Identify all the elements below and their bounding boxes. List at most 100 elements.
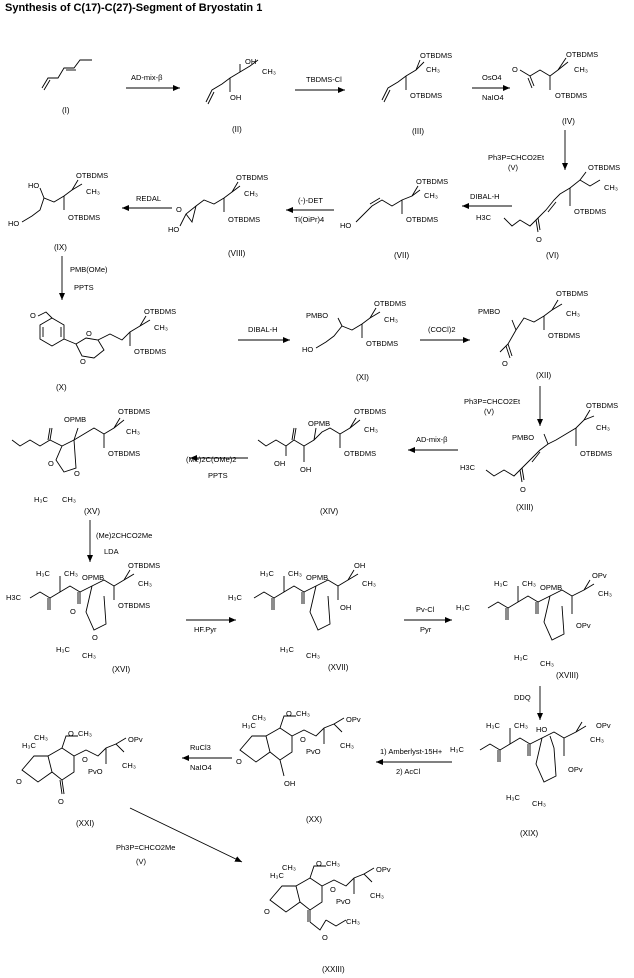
group-XV-o1: O: [48, 459, 54, 468]
group-III-otbdms2: OTBDMS: [410, 91, 442, 100]
compound-XI: PMBO HO OTBDMS OTBDMS CH₃ (XI): [302, 299, 406, 382]
label-IV: (IV): [562, 117, 575, 126]
label-XXIII: (XXIII): [322, 965, 345, 974]
reagent-pvcl: Pv-Cl: [416, 605, 435, 614]
svg-text:CH₃: CH₃: [86, 187, 100, 196]
group-XXIII-pvo: PvO: [336, 897, 351, 906]
group-VII-otbdms2: OTBDMS: [406, 215, 438, 224]
label-XI: (XI): [356, 373, 369, 382]
svg-text:CH₃: CH₃: [82, 651, 96, 660]
group-XIV-oh1: OH: [274, 459, 285, 468]
group-XVII-oh2: OH: [340, 603, 351, 612]
reagent-accl: 2) AcCl: [396, 767, 421, 776]
group-XXIII-opv: OPv: [376, 865, 391, 874]
compound-XXIII: O H₃C CH₃ O CH₃ O O CH₃ OPv PvO CH₃ (XXI…: [264, 859, 391, 974]
reagent-redal: REDAL: [136, 194, 161, 203]
reagent-ti: Ti(OiPr)4: [294, 215, 324, 224]
reagent-dibal-1: DIBAL-H: [470, 192, 500, 201]
compound-XIX: H₃C HO OPv OPv CH₃ H₃C CH₃ H₃C CH₃ (XIX): [450, 721, 611, 838]
compound-I: (I): [41, 59, 92, 115]
reagent-hfpyr: HF.Pyr: [194, 625, 217, 634]
svg-text:H₃C: H₃C: [260, 569, 274, 578]
compound-XX: O H₃C CH₃ O CH₃ O OH OPv PvO CH₃ (XX): [236, 709, 361, 824]
compound-XXI: O H₃C CH₃ O CH₃ O O OPv PvO CH₃ (XXI): [16, 729, 143, 828]
arrow-XXI-XXIII: [129, 807, 243, 863]
group-IV-otbdms1: OTBDMS: [566, 50, 598, 59]
svg-text:CH₃: CH₃: [532, 799, 546, 808]
svg-text:O: O: [68, 729, 74, 738]
svg-text:H₃C: H₃C: [242, 721, 256, 730]
svg-text:O: O: [322, 933, 328, 942]
reagent-wittig-1: Ph3P=CHCO2Et: [488, 153, 545, 162]
group-XVI-otbdms2: OTBDMS: [118, 601, 150, 610]
compound-XIV: OPMB OH OH OTBDMS OTBDMS CH₃ (XIV): [257, 407, 386, 516]
svg-text:CH₃: CH₃: [590, 735, 604, 744]
compound-XVII: H₃C OPMB OH OH CH₃ H₃C CH₃ H₃C CH₃ (XVII…: [228, 561, 376, 672]
group-IX-otbdms1: OTBDMS: [76, 171, 108, 180]
reagent-acetonide: (Me)2C(OMe)2: [186, 455, 236, 464]
reagent-tbdms-cl: TBDMS-Cl: [306, 75, 342, 84]
svg-text:CH₃: CH₃: [426, 65, 440, 74]
group-XII-pmbo: PMBO: [478, 307, 500, 316]
svg-text:CH₃: CH₃: [78, 729, 92, 738]
group-XIII-otbdms2: OTBDMS: [580, 449, 612, 458]
group-IX-ho1: HO: [28, 181, 39, 190]
group-XIX-opv1: OPv: [596, 721, 611, 730]
reagent-wittig-me: Ph3P=CHCO2Me: [116, 843, 175, 852]
group-XXI-opv: OPv: [128, 735, 143, 744]
reagent-ad-mix-1: AD-mix-β: [131, 73, 163, 82]
group-X-o-ring2: O: [80, 357, 86, 366]
svg-text:CH₃: CH₃: [604, 183, 618, 192]
label-VIII: (VIII): [228, 249, 246, 258]
reagent-dibal-2: DIBAL-H: [248, 325, 278, 334]
svg-text:O: O: [16, 777, 22, 786]
reagent-rucl3: RuCl3: [190, 743, 211, 752]
svg-text:CH₃: CH₃: [244, 189, 258, 198]
group-XVII-opmb: OPMB: [306, 573, 328, 582]
group-XI-otbdms1: OTBDMS: [374, 299, 406, 308]
label-XVI: (XVI): [112, 665, 131, 674]
reagent-ppts-1: PPTS: [74, 283, 94, 292]
label-XIX: (XIX): [520, 829, 539, 838]
svg-text:CH₃: CH₃: [370, 891, 384, 900]
svg-text:O: O: [236, 757, 242, 766]
svg-text:CH₃: CH₃: [540, 659, 554, 668]
label-XII: (XII): [536, 371, 551, 380]
svg-text:CH₃: CH₃: [596, 423, 610, 432]
svg-text:CH₃: CH₃: [62, 495, 76, 504]
group-VI-o: O: [536, 235, 542, 244]
svg-text:H₃C: H₃C: [36, 569, 50, 578]
group-VI-h3c: H3C: [476, 213, 492, 222]
group-XVII-oh1: OH: [354, 561, 365, 570]
svg-text:CH₃: CH₃: [514, 721, 528, 730]
svg-text:O: O: [58, 797, 64, 806]
label-IX: (IX): [54, 243, 67, 252]
group-IV-o: O: [512, 65, 518, 74]
group-X-o-ring1: O: [86, 329, 92, 338]
compound-VI: H3C O OTBDMS OTBDMS CH₃ (VI): [476, 163, 620, 260]
group-XII-otbdms2: OTBDMS: [548, 331, 580, 340]
label-II: (II): [232, 125, 242, 134]
compound-VIII: O HO OTBDMS OTBDMS CH₃ (VIII): [168, 173, 268, 258]
group-IX-ho2: HO: [8, 219, 19, 228]
svg-text:O: O: [264, 907, 270, 916]
group-VIII-o: O: [176, 205, 182, 214]
group-XI-otbdms2: OTBDMS: [366, 339, 398, 348]
svg-text:H₃C: H₃C: [494, 579, 508, 588]
compound-XIII: PMBO H3C O OTBDMS OTBDMS CH₃ (XIII): [460, 401, 618, 512]
svg-text:CH₃: CH₃: [384, 315, 398, 324]
group-XIII-pmbo: PMBO: [512, 433, 534, 442]
group-III-otbdms1: OTBDMS: [420, 51, 452, 60]
svg-text:CH₃: CH₃: [424, 191, 438, 200]
svg-text:CH₃: CH₃: [154, 323, 168, 332]
group-VII-otbdms1: OTBDMS: [416, 177, 448, 186]
reagent-wittig-num-3: (V): [136, 857, 147, 866]
group-XIV-opmb: OPMB: [308, 419, 330, 428]
group-XVIII-opv1: OPv: [592, 571, 607, 580]
reagent-ddq: DDQ: [514, 693, 531, 702]
svg-text:O: O: [300, 735, 306, 744]
svg-text:O: O: [92, 633, 98, 642]
reagent-wittig-2: Ph3P=CHCO2Et: [464, 397, 521, 406]
reagent-pmb: PMB(OMe): [70, 265, 108, 274]
